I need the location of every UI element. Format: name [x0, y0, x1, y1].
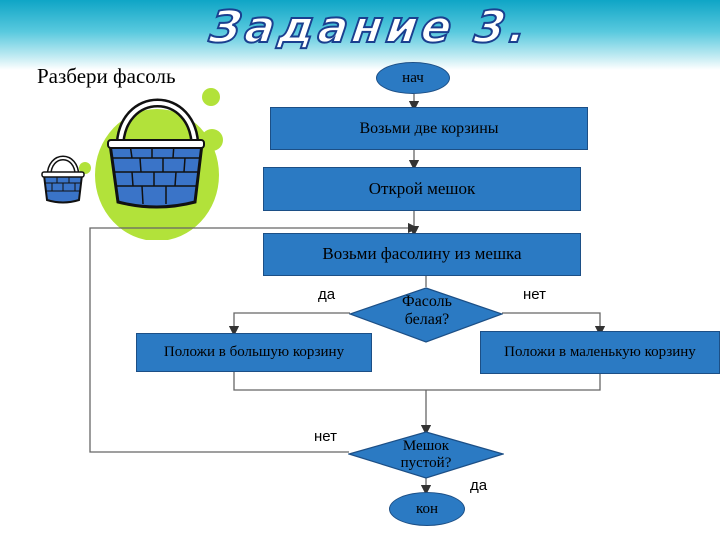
- decision2-yes-label: да: [470, 477, 488, 494]
- decision1-yes-label: да: [318, 286, 336, 303]
- basket-illustration: [41, 88, 223, 240]
- action-big-basket: Положи в большую корзину: [136, 333, 372, 372]
- step-open-bag-label: Открой мешок: [368, 178, 476, 198]
- end-terminator: кон: [389, 492, 465, 526]
- step-take-bean: Возьми фасолину из мешка: [263, 233, 581, 276]
- step-take-baskets-label: Возьми две корзины: [359, 119, 499, 137]
- action-big-basket-label: Положи в большую корзину: [163, 344, 345, 361]
- decision2-no-label: нет: [314, 428, 337, 445]
- step-take-baskets: Возьми две корзины: [270, 107, 588, 150]
- end-label: кон: [415, 500, 439, 517]
- decision-bag-empty-shape: [348, 431, 504, 479]
- decision-bean-white-shape: [349, 287, 503, 343]
- start-terminator: нач: [376, 62, 450, 94]
- action-small-basket-label: Положи в маленькую корзину: [504, 344, 696, 361]
- start-label: нач: [402, 69, 424, 86]
- decision-bag-empty-label: Мешок пустой?: [400, 438, 452, 472]
- decision-bean-white-label: Фасоль белая?: [402, 293, 452, 329]
- step-take-bean-label: Возьми фасолину из мешка: [322, 244, 522, 264]
- decision1-no-label: нет: [523, 286, 546, 303]
- header-background: [0, 0, 720, 70]
- action-small-basket: Положи в маленькую корзину: [480, 331, 720, 374]
- subtitle: Разбери фасоль: [37, 64, 176, 88]
- step-open-bag: Открой мешок: [263, 167, 581, 211]
